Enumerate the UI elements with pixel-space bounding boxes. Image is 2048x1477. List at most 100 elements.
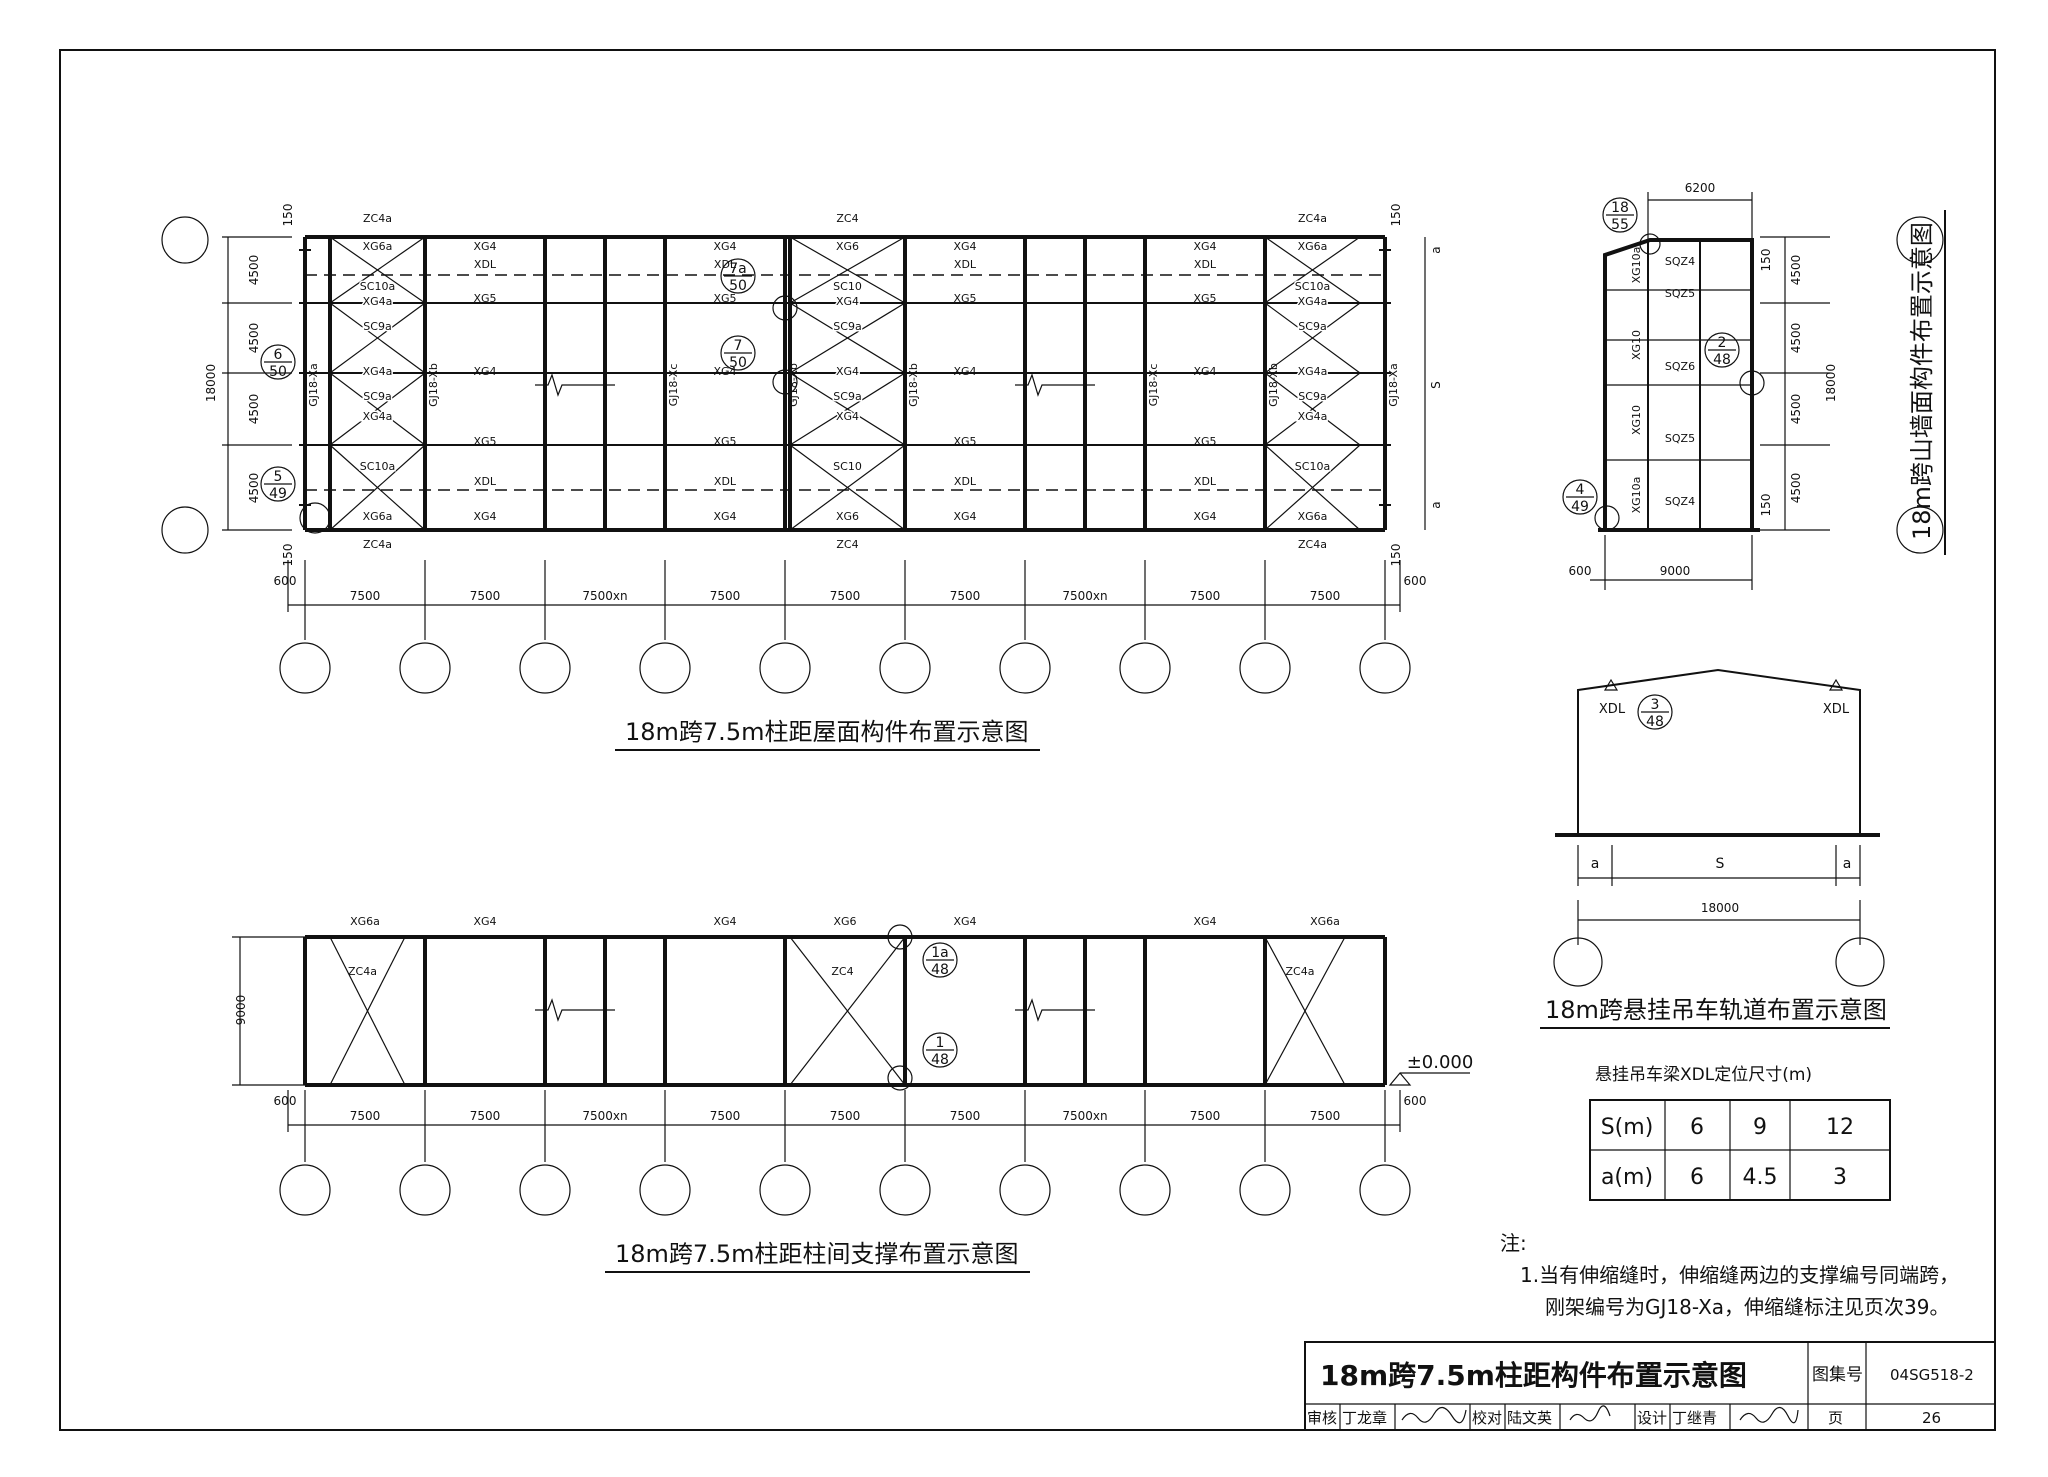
- member-label: XDL: [954, 258, 977, 271]
- axis-bubble-a: [161, 216, 209, 264]
- member-label: SC10a: [360, 280, 395, 293]
- crane-dim: a: [1591, 856, 1600, 872]
- member-label: XDL: [954, 475, 977, 488]
- member-label: XG4: [836, 295, 859, 308]
- portal-frame-outline: [1577, 668, 1861, 835]
- gable-dim: 4500: [1789, 473, 1803, 504]
- edge-dim: 600: [274, 1094, 297, 1108]
- edge-dim: 600: [1404, 1094, 1427, 1108]
- top-member-label: XG4: [1193, 915, 1216, 928]
- axis-bubble: [1119, 642, 1171, 694]
- xdl-label: XDL: [1823, 702, 1850, 717]
- roof-brace-diagonal: [1264, 302, 1361, 374]
- detail-callout-18-num: 18: [1611, 200, 1629, 216]
- member-label: XG4: [836, 410, 859, 423]
- detail-callout-2-den: 48: [1713, 352, 1731, 368]
- detail-callout-1-den: 48: [931, 1052, 949, 1068]
- xdl-table-cell: 6: [1690, 1165, 1704, 1190]
- design-label: 设计: [1637, 1409, 1667, 1427]
- bay-dimension: 7500: [710, 589, 741, 603]
- axis-bubble: [639, 1164, 691, 1216]
- column-plan-title: 18m跨7.5m柱距柱间支撑布置示意图: [615, 1240, 1018, 1268]
- wind-column-label: XG10: [1630, 330, 1643, 360]
- member-label: XG6a: [1298, 510, 1328, 523]
- node-marker: [772, 369, 798, 395]
- bay-dimension: 7500xn: [582, 589, 627, 603]
- member-label: XG4a: [363, 410, 393, 423]
- column-brace-diagonal: [1264, 936, 1346, 1086]
- detail-callout-7a-num: 7a: [729, 261, 747, 277]
- member-label: SC9a: [363, 320, 391, 333]
- member-label: SC9a: [1298, 320, 1326, 333]
- sheet-title: 18m跨7.5m柱距构件布置示意图: [1320, 1359, 1747, 1392]
- axis-bubble: [519, 642, 571, 694]
- review-label: 审核: [1307, 1409, 1337, 1427]
- xdl-table-cell: 4.5: [1743, 1165, 1778, 1190]
- member-label: XG5: [473, 435, 496, 448]
- detail-callout-5-num: 5: [274, 469, 283, 485]
- vertical-dim: 4500: [247, 255, 261, 286]
- notes-heading: 注:: [1500, 1231, 1527, 1255]
- bay-dimension: 7500: [470, 589, 501, 603]
- member-label: XG5: [1193, 292, 1216, 305]
- member-label: XG4: [1193, 240, 1216, 253]
- roof-brace-diagonal: [789, 236, 906, 304]
- column-brace-diagonal: [329, 936, 406, 1086]
- member-label: XG4: [1193, 510, 1216, 523]
- edge-dim: 150: [1389, 544, 1403, 567]
- member-label: XG4a: [1298, 295, 1328, 308]
- member-label: XG6a: [363, 240, 393, 253]
- xdl-label: XDL: [1599, 702, 1626, 717]
- bay-dimension: 7500: [1190, 1109, 1221, 1123]
- gable-dim: 18000: [1824, 364, 1838, 402]
- frame-label: GJ18-Xa: [1387, 363, 1400, 406]
- member-label: XG4: [1193, 365, 1216, 378]
- member-label: XG5: [713, 435, 736, 448]
- bay-dimension: 7500: [350, 1109, 381, 1123]
- node-marker: [299, 502, 331, 534]
- axis-bubble: [1835, 937, 1885, 987]
- member-label: XG6: [836, 510, 859, 523]
- bay-dimension: 7500xn: [582, 1109, 627, 1123]
- gable-dim: 150: [1759, 494, 1773, 517]
- side-dim: a: [1429, 501, 1443, 508]
- break-mark: [535, 998, 615, 1022]
- xdl-marker: [1828, 678, 1844, 691]
- axis-bubble: [1359, 1164, 1411, 1216]
- roof-plan-title: 18m跨7.5m柱距屋面构件布置示意图: [625, 718, 1028, 746]
- frame-label: GJ18-Xb: [427, 363, 440, 407]
- gable-dim: 4500: [1789, 323, 1803, 354]
- note-line-2: 刚架编号为GJ18-Xa，伸缩缝标注见页次39。: [1545, 1295, 1949, 1319]
- gable-dim: 4500: [1789, 394, 1803, 425]
- detail-callout-18-den: 55: [1611, 217, 1629, 233]
- member-label: XG5: [473, 292, 496, 305]
- axis-bubble: [279, 642, 331, 694]
- atlas-number: 04SG518-2: [1890, 1366, 1974, 1384]
- side-dim: S: [1429, 381, 1443, 389]
- detail-callout-1a-den: 48: [931, 962, 949, 978]
- page-label: 页: [1828, 1409, 1843, 1427]
- bay-dimension: 7500: [830, 589, 861, 603]
- axis-bubble: [519, 1164, 571, 1216]
- detail-callout-3-den: 48: [1646, 714, 1664, 730]
- roof-brace-diagonal: [329, 444, 426, 531]
- axis-bubble-b-gable: [1896, 506, 1944, 554]
- xdl-table: [1589, 1099, 1891, 1201]
- detail-callout-6-den: 50: [269, 364, 287, 380]
- frame-label: GJ18-Xa: [307, 363, 320, 406]
- bay-dimension: 7500: [710, 1109, 741, 1123]
- frame-label: GJ18-Xb: [1267, 363, 1280, 407]
- detail-callout-4: [1562, 479, 1598, 515]
- bay-dimension: 7500xn: [1062, 1109, 1107, 1123]
- member-label: XG6: [836, 240, 859, 253]
- member-label: SC10a: [1295, 460, 1330, 473]
- bay-dimension: 7500xn: [1062, 589, 1107, 603]
- bay-dimension: 7500: [470, 1109, 501, 1123]
- top-member-label: XG4: [473, 915, 496, 928]
- roof-brace-diagonal: [789, 372, 906, 446]
- crane-dim: S: [1716, 856, 1725, 872]
- axis-bubble: [759, 1164, 811, 1216]
- designer-name: 丁继青: [1672, 1409, 1717, 1427]
- axis-bubble: [999, 642, 1051, 694]
